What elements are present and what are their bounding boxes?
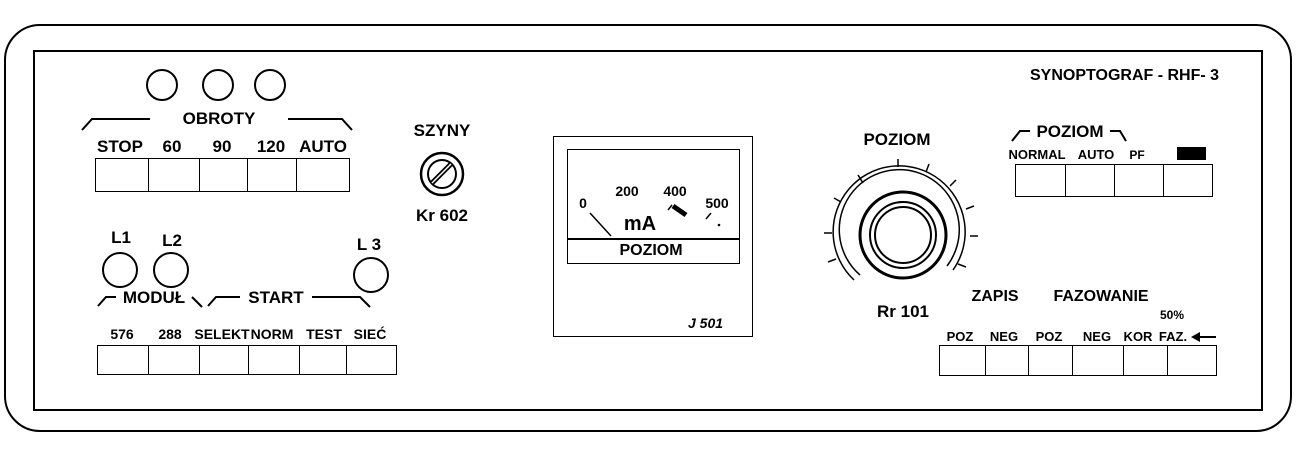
fazowanie-percent-label: 50% bbox=[1159, 308, 1185, 322]
poziom-switch-label-pf: PF bbox=[1129, 148, 1145, 162]
obroty-button-row bbox=[95, 158, 350, 192]
knob-code: Rr 101 bbox=[877, 302, 929, 321]
fazowanie-neg-button[interactable] bbox=[1073, 346, 1124, 375]
start-test-button[interactable] bbox=[299, 346, 348, 374]
modul-title: MODUŁ bbox=[122, 288, 186, 307]
meter-window bbox=[567, 149, 740, 264]
fazowanie-label-neg: NEG bbox=[1082, 329, 1112, 344]
lamp-l3 bbox=[353, 257, 389, 293]
zapis-label-neg: NEG bbox=[989, 329, 1019, 344]
meter-scale-500: 500 bbox=[705, 195, 729, 211]
meter-unit: mA bbox=[623, 213, 657, 235]
obroty-60-button[interactable] bbox=[148, 159, 201, 191]
obroty-label-90: 90 bbox=[212, 137, 232, 156]
modul-288-button[interactable] bbox=[148, 346, 201, 374]
obroty-auto-button[interactable] bbox=[297, 159, 349, 191]
zapis-title: ZAPIS bbox=[971, 288, 1019, 305]
zapis-label-poz: POZ bbox=[946, 329, 974, 344]
obroty-label-60: 60 bbox=[162, 137, 182, 156]
szyny-code: Kr 602 bbox=[416, 206, 468, 225]
panel-outer-frame bbox=[4, 24, 1292, 432]
fazowanie-kor-button[interactable] bbox=[1123, 346, 1169, 375]
fazowanie-faz-button[interactable] bbox=[1168, 346, 1216, 375]
modul-576-button[interactable] bbox=[98, 346, 149, 374]
obroty-lamp-2 bbox=[202, 69, 234, 101]
start-label-selekt: SELEKT bbox=[194, 326, 250, 342]
obroty-120-button[interactable] bbox=[247, 159, 298, 191]
start-label-test: TEST bbox=[306, 326, 342, 342]
szyny-title: SZYNY bbox=[413, 121, 471, 140]
obroty-label-stop: STOP bbox=[97, 137, 143, 156]
zapis-poz-button[interactable] bbox=[940, 346, 986, 375]
obroty-lamp-3 bbox=[254, 69, 286, 101]
obroty-label-auto: AUTO bbox=[299, 137, 347, 156]
panel-model-label: SYNOPTOGRAF - RHF- 3 bbox=[1030, 67, 1220, 84]
modul-label-288: 288 bbox=[158, 326, 182, 342]
obroty-title: OBROTY bbox=[182, 109, 256, 128]
start-norm-button[interactable] bbox=[248, 346, 300, 374]
arrow-left-icon bbox=[1191, 332, 1216, 342]
meter-scale-400: 400 bbox=[663, 183, 687, 199]
start-label-norm: NORM bbox=[250, 326, 294, 342]
obroty-label-120: 120 bbox=[256, 137, 286, 156]
poziom-switch-title: POZIOM bbox=[1036, 122, 1104, 141]
lamp-l2 bbox=[153, 252, 189, 288]
poziom-auto-button[interactable] bbox=[1065, 165, 1115, 196]
poziom-knob[interactable] bbox=[858, 190, 948, 280]
poziom-switch-black-indicator bbox=[1177, 147, 1206, 160]
meter-code: J 501 bbox=[688, 315, 724, 331]
poziom-switch-button-row bbox=[1015, 164, 1213, 197]
lamp-l3-label: L 3 bbox=[356, 235, 382, 254]
poziom-switch-label-normal: NORMAL bbox=[1008, 147, 1066, 162]
panel-inner-frame bbox=[33, 50, 1263, 411]
fazowanie-label-kor: KOR bbox=[1123, 329, 1153, 344]
lamp-l1 bbox=[102, 252, 138, 288]
obroty-lamp-1 bbox=[146, 69, 178, 101]
meter-window-divider bbox=[567, 238, 740, 240]
knob-title: POZIOM bbox=[863, 130, 931, 149]
fazowanie-title: FAZOWANIE bbox=[1053, 288, 1149, 305]
meter-scale-0: 0 bbox=[579, 195, 587, 211]
fazowanie-label-poz: POZ bbox=[1035, 329, 1063, 344]
start-siec-button[interactable] bbox=[347, 346, 396, 374]
poziom-switch-label-auto: AUTO bbox=[1077, 147, 1115, 162]
lamp-l2-label: L2 bbox=[162, 231, 182, 250]
start-selekt-button[interactable] bbox=[200, 346, 249, 374]
modul-label-576: 576 bbox=[110, 326, 134, 342]
poziom-pf-button[interactable] bbox=[1115, 165, 1164, 196]
meter-label: POZIOM bbox=[619, 242, 683, 259]
start-label-siec: SIEĆ bbox=[353, 326, 387, 342]
obroty-stop-button[interactable] bbox=[96, 159, 149, 191]
fazowanie-poz-button[interactable] bbox=[1029, 346, 1074, 375]
poziom-black-button[interactable] bbox=[1163, 165, 1212, 196]
meter-scale-200: 200 bbox=[615, 183, 639, 199]
zapis-neg-button[interactable] bbox=[985, 346, 1030, 375]
fazowanie-label-faz: FAZ. bbox=[1158, 329, 1188, 344]
szyny-rotary-switch[interactable] bbox=[418, 150, 466, 198]
lamp-l1-label: L1 bbox=[111, 228, 131, 247]
modul-start-button-row bbox=[97, 345, 397, 375]
meter-case bbox=[553, 136, 753, 337]
obroty-90-button[interactable] bbox=[200, 159, 248, 191]
start-title: START bbox=[248, 288, 304, 307]
poziom-normal-button[interactable] bbox=[1016, 165, 1066, 196]
zapis-fazowanie-button-row bbox=[939, 345, 1217, 376]
